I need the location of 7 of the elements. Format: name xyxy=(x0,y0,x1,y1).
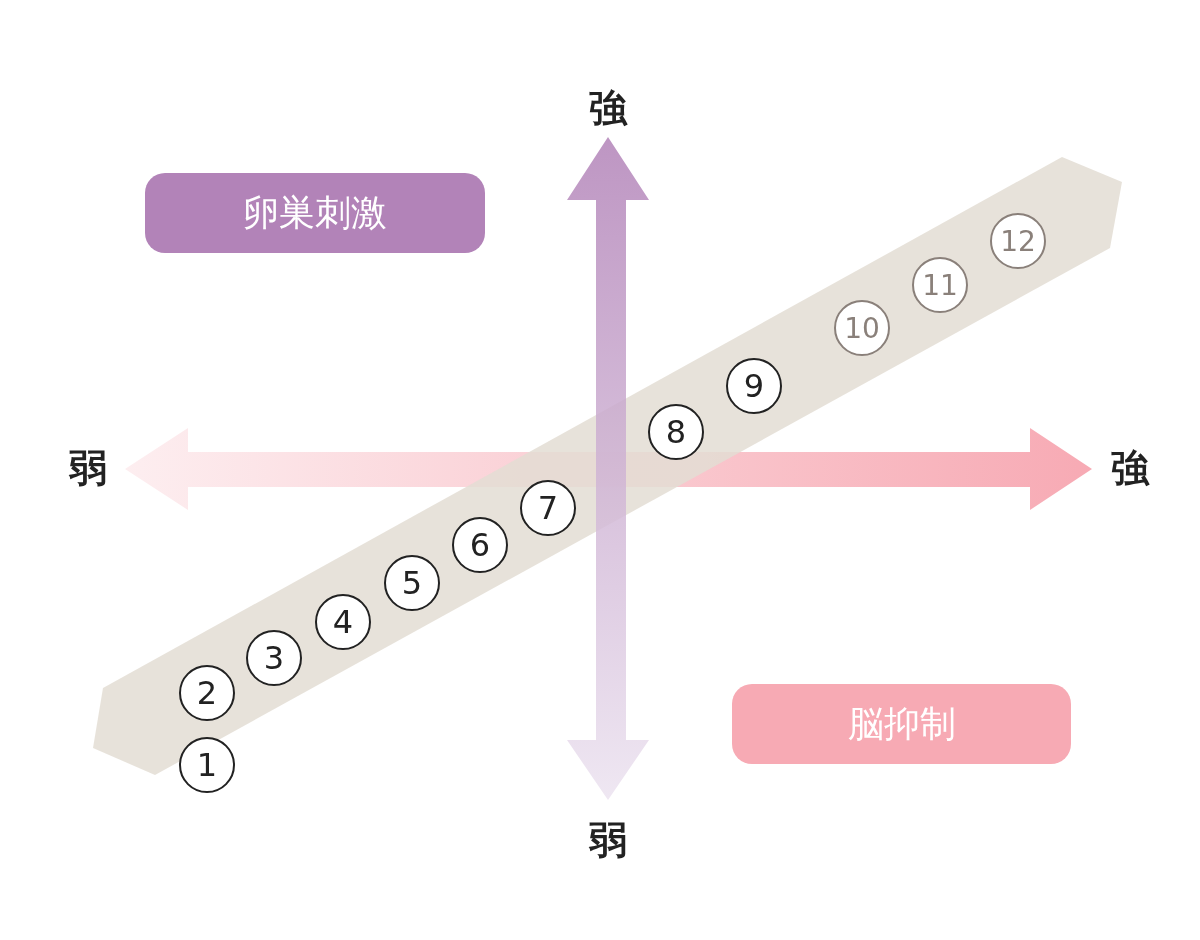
category-box: 卵巣刺激 xyxy=(145,173,485,253)
axis-label: 強 xyxy=(1111,449,1149,487)
axis-label: 強 xyxy=(589,89,627,127)
number-circle: 1 xyxy=(179,737,235,793)
category-box: 脳抑制 xyxy=(732,684,1071,764)
axis-label: 弱 xyxy=(589,821,627,859)
axis-label: 弱 xyxy=(69,449,107,487)
